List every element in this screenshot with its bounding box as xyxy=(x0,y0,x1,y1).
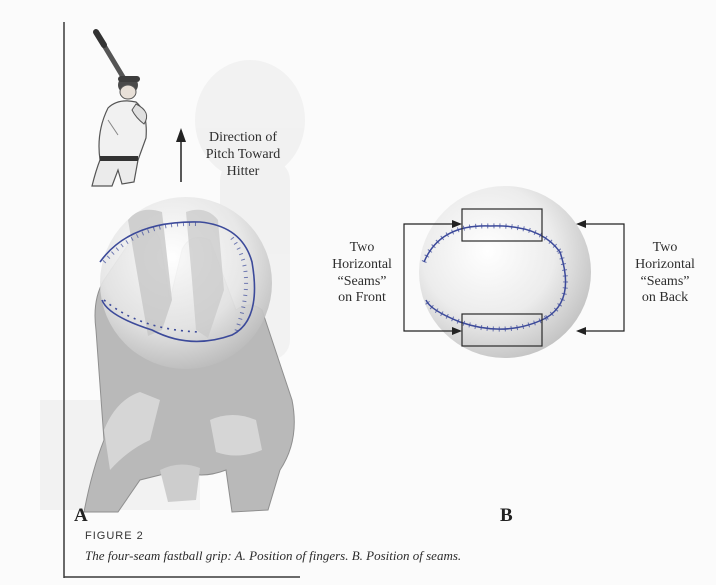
batter-illustration xyxy=(92,32,147,186)
baseball-a xyxy=(100,197,272,369)
direction-label: Direction of Pitch Toward Hitter xyxy=(198,130,288,180)
figure-number: FIGURE 2 xyxy=(85,530,144,542)
back-seams-label: Two Horizontal “Seams” on Back xyxy=(624,240,706,307)
baseball-b xyxy=(419,186,591,358)
panel-b-label: B xyxy=(500,505,513,527)
panel-a-label: A xyxy=(74,505,88,527)
front-seams-label: Two Horizontal “Seams” on Front xyxy=(322,240,402,307)
back-arrow-bottom xyxy=(576,327,586,335)
direction-arrow xyxy=(176,128,186,182)
figure-caption: The four-seam fastball grip: A. Position… xyxy=(85,548,461,564)
